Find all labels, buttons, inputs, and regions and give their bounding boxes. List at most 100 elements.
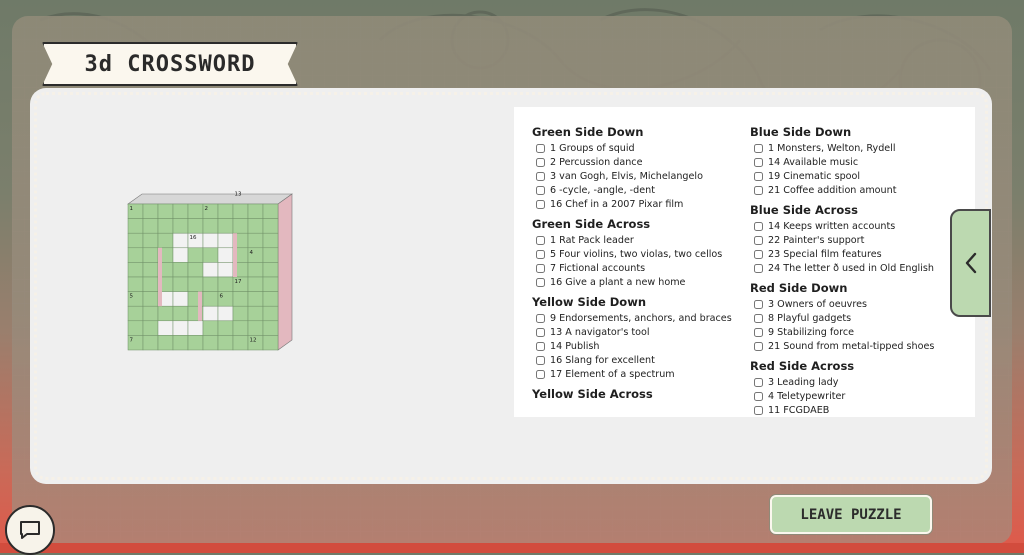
cube-cell[interactable] [187, 247, 204, 263]
cube-cell[interactable] [157, 203, 174, 219]
cube-cell[interactable] [127, 305, 144, 322]
cube-cell[interactable] [142, 203, 159, 219]
cube-cell[interactable] [217, 247, 234, 263]
cube-cell[interactable] [247, 232, 264, 249]
clue-item[interactable]: 16 Chef in a 2007 Pixar film [532, 199, 742, 210]
clue-checkbox[interactable] [754, 264, 763, 273]
cube-cell[interactable] [172, 320, 189, 336]
cube-cell[interactable] [172, 291, 189, 307]
cube-cell[interactable] [247, 218, 264, 234]
clue-item[interactable]: 11 FCGDAEB [750, 405, 960, 416]
cube-cell[interactable] [187, 262, 204, 278]
clue-checkbox[interactable] [536, 186, 545, 195]
cube-cell[interactable] [262, 232, 279, 249]
cube-cell[interactable] [202, 335, 219, 351]
cube-cell[interactable] [202, 232, 219, 249]
cube-cell[interactable] [232, 203, 249, 219]
cube-cell[interactable] [232, 291, 249, 307]
clue-item[interactable]: 21 Sound from metal-tipped shoes [750, 341, 960, 352]
cube-cell[interactable] [232, 320, 249, 336]
cube-cell[interactable] [232, 335, 249, 351]
clue-checkbox[interactable] [536, 314, 545, 323]
cube-cell[interactable] [157, 335, 174, 351]
cube-cell[interactable] [202, 320, 219, 336]
cube-cell[interactable] [127, 320, 144, 336]
cube-cell[interactable] [142, 320, 159, 336]
cube-cell[interactable] [217, 218, 234, 234]
cube-cell[interactable] [142, 276, 159, 292]
cube-cell[interactable] [157, 218, 174, 234]
clue-checkbox[interactable] [754, 222, 763, 231]
cube-cell[interactable] [127, 276, 144, 292]
clue-checkbox[interactable] [754, 250, 763, 259]
cube-cell[interactable] [157, 305, 174, 322]
clue-checkbox[interactable] [754, 392, 763, 401]
clue-item[interactable]: 3 Owners of oeuvres [750, 299, 960, 310]
cube-cell[interactable] [262, 218, 279, 234]
cube-cell[interactable] [262, 335, 279, 351]
cube-cell[interactable] [217, 232, 234, 249]
clue-checkbox[interactable] [536, 370, 545, 379]
cube-cell[interactable] [202, 262, 219, 278]
clue-checkbox[interactable] [754, 236, 763, 245]
clue-checkbox[interactable] [754, 158, 763, 167]
clue-item[interactable]: 8 Playful gadgets [750, 313, 960, 324]
clue-item[interactable]: 1 Groups of squid [532, 143, 742, 154]
cube-cell[interactable] [172, 218, 189, 234]
cube-cell[interactable] [187, 218, 204, 234]
clue-item[interactable]: 6 -cycle, -angle, -dent [532, 185, 742, 196]
cube-cell[interactable] [157, 320, 174, 336]
clue-item[interactable]: 9 Stabilizing force [750, 327, 960, 338]
clue-checkbox[interactable] [754, 378, 763, 387]
cube-cell[interactable] [172, 335, 189, 351]
cube-cell[interactable] [142, 232, 159, 249]
clue-checkbox[interactable] [536, 342, 545, 351]
clue-item[interactable]: 14 Keeps written accounts [750, 221, 960, 232]
clue-item[interactable]: 1 Monsters, Welton, Rydell [750, 143, 960, 154]
cube-cell[interactable] [142, 335, 159, 351]
clue-checkbox[interactable] [536, 264, 545, 273]
cube-cell[interactable] [247, 305, 264, 322]
clue-item[interactable]: 22 Painter's support [750, 235, 960, 246]
cube-cell[interactable] [172, 247, 189, 263]
clue-checkbox[interactable] [536, 250, 545, 259]
clue-checkbox[interactable] [754, 300, 763, 309]
cube-cell[interactable] [262, 203, 279, 219]
cube-cell[interactable] [247, 291, 264, 307]
cube-cell[interactable] [247, 276, 264, 292]
clue-checkbox[interactable] [536, 158, 545, 167]
cube-cell[interactable] [142, 218, 159, 234]
clue-checkbox[interactable] [754, 342, 763, 351]
cube-cell[interactable] [247, 262, 264, 278]
cube-cell[interactable] [202, 247, 219, 263]
clue-checkbox[interactable] [754, 186, 763, 195]
clue-checkbox[interactable] [536, 356, 545, 365]
cube-cell[interactable] [187, 203, 204, 219]
clue-checkbox[interactable] [536, 172, 545, 181]
cube-cell[interactable] [202, 305, 219, 322]
clue-item[interactable]: 3 Leading lady [750, 377, 960, 388]
clue-item[interactable]: 7 Fictional accounts [532, 263, 742, 274]
cube-cell[interactable] [262, 247, 279, 263]
cube-cell[interactable] [217, 203, 234, 219]
clue-checkbox[interactable] [536, 236, 545, 245]
cube-cell[interactable] [127, 218, 144, 234]
collapse-clues-button[interactable] [950, 209, 991, 317]
cube-cell[interactable] [187, 276, 204, 292]
cube-cell[interactable] [172, 305, 189, 322]
cube-cell[interactable] [202, 291, 219, 307]
cube-cell[interactable] [142, 291, 159, 307]
chat-button[interactable] [5, 505, 55, 555]
cube-cell[interactable] [232, 305, 249, 322]
cube-cell[interactable] [172, 276, 189, 292]
cube-cell[interactable] [232, 218, 249, 234]
cube-cell[interactable] [187, 320, 204, 336]
clue-item[interactable]: 3 van Gogh, Elvis, Michelangelo [532, 171, 742, 182]
clue-item[interactable]: 16 Give a plant a new home [532, 277, 742, 288]
leave-puzzle-button[interactable]: LEAVE PUZZLE [770, 495, 932, 534]
clue-checkbox[interactable] [536, 328, 545, 337]
cube-cell[interactable] [217, 320, 234, 336]
clue-checkbox[interactable] [536, 278, 545, 287]
